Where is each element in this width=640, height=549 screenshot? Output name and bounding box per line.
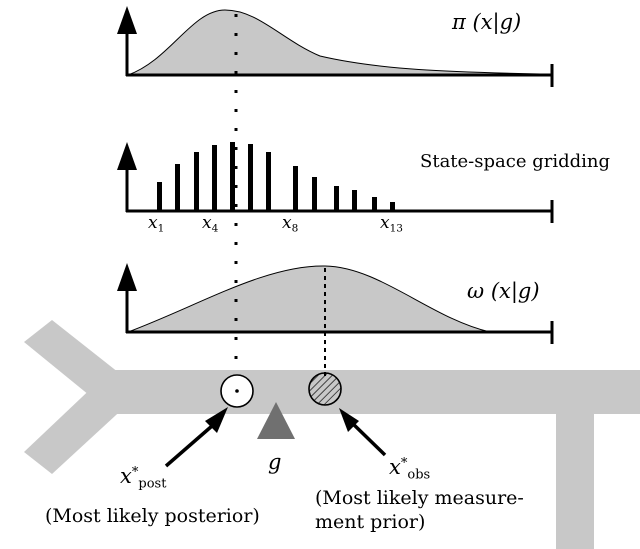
x-obs-label: x*obs xyxy=(389,455,431,483)
pi-curve xyxy=(127,9,541,77)
grid-bar xyxy=(312,177,317,211)
pi-y-arrow-icon xyxy=(117,6,137,34)
road-main xyxy=(95,370,640,414)
omega-label: ω (x|g) xyxy=(467,281,540,302)
x8-label: x8 xyxy=(282,213,299,235)
grid-bar xyxy=(390,202,395,211)
grid-bar xyxy=(334,186,339,211)
x-post-label: x*post xyxy=(120,464,167,492)
road-network xyxy=(24,320,640,549)
grid-bar xyxy=(212,145,217,211)
road-branch-lower xyxy=(24,380,128,474)
grid-bar xyxy=(293,166,298,211)
posterior-arrowhead-icon xyxy=(205,407,228,433)
omega-y-arrow-icon xyxy=(117,263,137,291)
grid-bar xyxy=(352,190,357,211)
road-spur xyxy=(556,400,594,549)
omega-plot xyxy=(117,263,554,344)
grid-y-arrow-icon xyxy=(117,142,137,170)
grid-bar xyxy=(194,152,199,211)
measurement-pointer-line xyxy=(347,418,387,457)
pi-symbol: π xyxy=(452,10,466,34)
x1-label: x1 xyxy=(148,213,165,235)
posterior-center-dot xyxy=(235,389,239,393)
pi-label: π (x|g) xyxy=(452,12,521,33)
g-triangle-icon xyxy=(257,402,295,439)
grid-bar xyxy=(372,197,377,211)
pi-plot xyxy=(117,6,554,87)
posterior-caption: (Most likely posterior) xyxy=(45,505,260,527)
grid-bars xyxy=(157,142,395,211)
grid-bar xyxy=(175,164,180,211)
measurement-arrowhead-icon xyxy=(339,408,359,432)
grid-bar xyxy=(266,152,271,211)
measurement-marker xyxy=(308,372,342,406)
grid-bar xyxy=(230,142,235,211)
pi-arguments: (x|g) xyxy=(472,10,522,34)
grid-bar xyxy=(248,144,253,211)
gridding-label: State-space gridding xyxy=(420,151,611,172)
omega-symbol: ω xyxy=(467,279,485,303)
measurement-caption-line1: (Most likely measure- xyxy=(315,487,524,509)
omega-curve xyxy=(127,265,491,333)
omega-arguments: (x|g) xyxy=(490,279,540,303)
measurement-caption-line2: ment prior) xyxy=(315,511,426,533)
x13-label: x13 xyxy=(380,213,403,235)
g-label: g xyxy=(268,450,282,474)
grid-bar xyxy=(157,182,162,211)
gridding-plot xyxy=(117,142,554,223)
x4-label: x4 xyxy=(202,213,219,235)
